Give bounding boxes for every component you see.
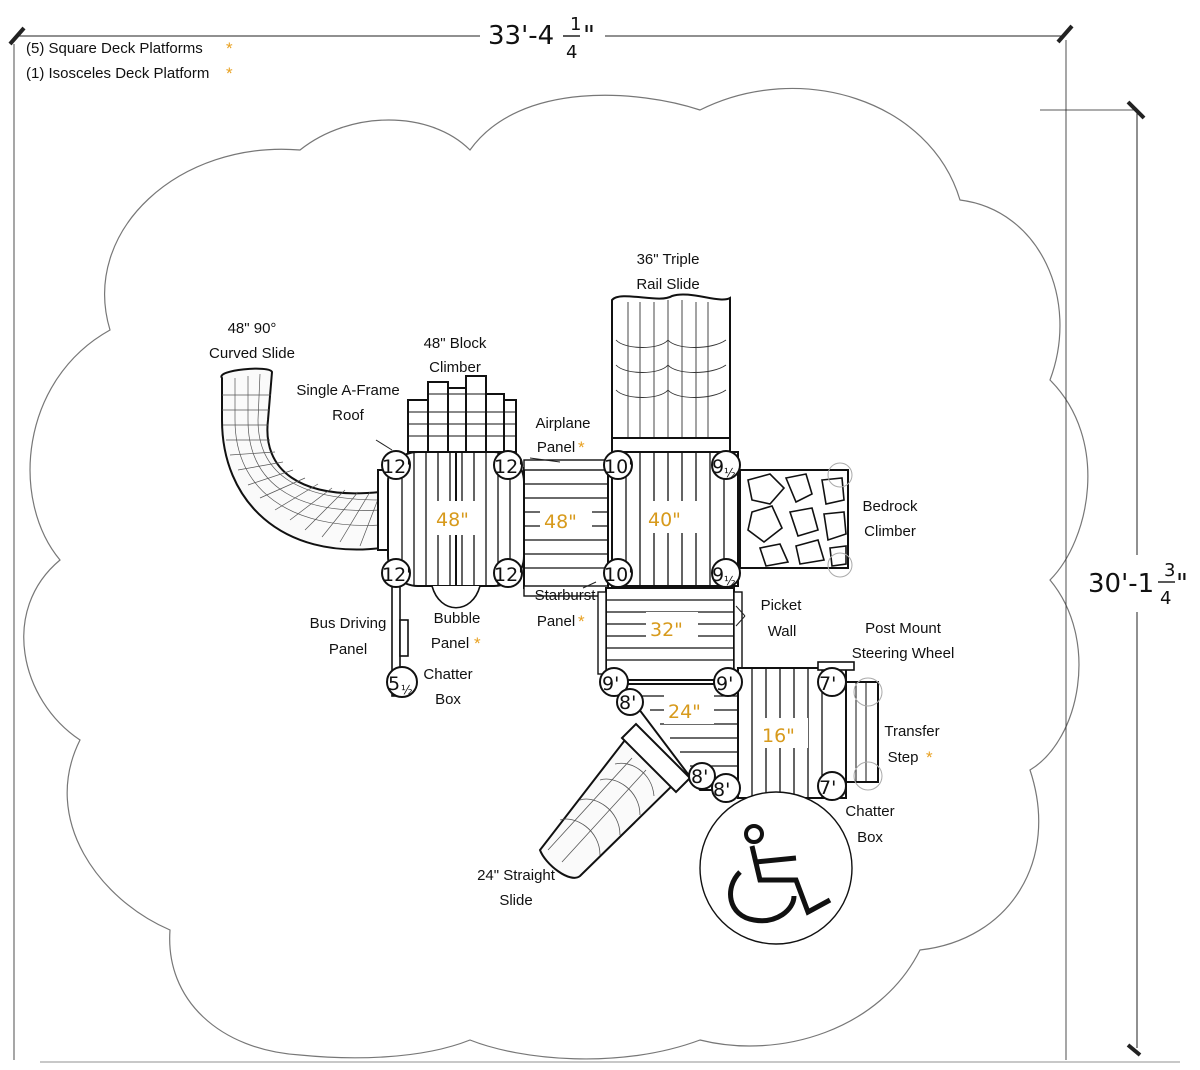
depth-dimension: 30'-1 3 4 " [1040,100,1188,1057]
post-height-label: 10' [604,564,633,586]
post-height-label: 8' [619,692,636,714]
right-low-deck: 16" [737,661,883,799]
post-height-label: 12' [494,456,523,478]
legend-line-2: (1) Isosceles Deck Platform [26,65,209,82]
width-frac-num: 1 [570,14,581,35]
asterisk-marker: * [578,612,585,631]
transfer-step-shape [845,681,879,783]
label-block-climber: Climber [429,359,481,376]
posts: 12' 12' 12' 12' 10' 10' 9 ½ 9 ½ 9' 9' 8'… [381,450,847,803]
asterisk-marker: * [578,438,585,457]
deck-height-lower: 24" [668,701,701,723]
lower-tri-deck: 24" [617,683,739,791]
post-height-label: 9 [712,564,724,586]
bridge-deck: 48" [523,459,609,597]
width-dimension: 33'-4 1 4 " [8,14,1074,1060]
left-deck: 48" [387,451,525,609]
depth-frac-num: 3 [1164,560,1175,581]
legend-line-1: (5) Square Deck Platforms [26,40,203,57]
width-frac-den: 4 [566,42,577,63]
label-bus-panel: Panel [329,641,367,658]
labels: 48" 90° Curved Slide 48" Block Climber S… [209,251,954,909]
mid-deck: 32" [597,587,743,681]
label-transfer-step: Step [888,749,919,766]
asterisk-marker: * [926,748,933,767]
label-bubble-panel: Panel [431,635,469,652]
safety-zone-outline [23,88,1089,1060]
label-chatter-box-left: Chatter [423,666,472,683]
deck-height-right: 16" [762,725,795,747]
deck-height-mid: 32" [650,619,683,641]
label-aframe-roof: Single A-Frame [296,382,399,399]
width-unit: " [583,21,595,51]
post-height-label: 9 [712,456,724,478]
post-height-label: 5 [388,673,400,695]
label-triple-slide: Rail Slide [636,276,699,293]
depth-frac-den: 4 [1160,588,1171,609]
label-chatter-box-right: Box [857,829,883,846]
asterisk-marker: * [226,64,233,83]
label-starburst-panel: Panel [537,613,575,630]
label-straight-slide: 24" Straight [477,867,556,884]
post-height-label: 12' [382,564,411,586]
bedrock-climber [739,462,853,578]
deck-height-bridge: 48" [544,511,577,533]
label-chatter-box-left: Box [435,691,461,708]
label-aframe-roof: Roof [332,407,365,424]
asterisk-marker: * [226,39,233,58]
label-transfer-step: Transfer [884,723,939,740]
leader-lines [375,439,746,627]
label-airplane-panel: Panel [537,439,575,456]
asterisk-marker: * [474,634,481,653]
post-height-label: 8' [713,779,730,801]
post-height-label: 7' [819,777,836,799]
post-height-label: 10' [604,456,633,478]
label-chatter-box-right: Chatter [845,803,894,820]
label-triple-slide: 36" Triple [637,251,700,268]
post-height-label: 12' [494,564,523,586]
depth-main-text: 30'-1 [1088,569,1154,599]
post-height-label: 9' [716,673,733,695]
legend: (5) Square Deck Platforms * (1) Isoscele… [26,39,233,83]
label-steering-wheel: Steering Wheel [852,645,955,662]
post-height-fraction: ½ [724,574,736,588]
label-starburst-panel: Starburst [535,587,597,604]
label-bedrock-climber: Climber [864,523,916,540]
post-height-fraction: ½ [401,683,413,697]
label-straight-slide: Slide [499,892,532,909]
wheelchair-icon [699,791,853,945]
label-bedrock-climber: Bedrock [862,498,918,515]
deck-height-left: 48" [436,509,469,531]
post-height-label: 12' [382,456,411,478]
triple-slide [611,293,731,453]
post-height-label: 7' [819,673,836,695]
post-height-label: 9' [602,673,619,695]
label-picket-wall: Picket [761,597,803,614]
label-picket-wall: Wall [768,623,797,640]
post-height-label: 8' [691,766,708,788]
label-bubble-panel: Bubble [434,610,481,627]
bubble-panel-shape [431,585,481,609]
label-block-climber: 48" Block [424,335,487,352]
label-curved-slide: 48" 90° [228,320,277,337]
straight-slide [538,722,692,879]
depth-unit: " [1176,569,1188,599]
label-bus-panel: Bus Driving [310,615,387,632]
width-main-text: 33'-4 [488,21,554,51]
label-steering-wheel: Post Mount [865,620,942,637]
block-climber [407,375,517,453]
post-height-fraction: ½ [724,466,736,480]
airplane-panel-shape [523,459,609,471]
picket-wall-shape [733,591,743,675]
label-curved-slide: Curved Slide [209,345,295,362]
deck-height-center: 40" [648,509,681,531]
label-airplane-panel: Airplane [535,415,590,432]
